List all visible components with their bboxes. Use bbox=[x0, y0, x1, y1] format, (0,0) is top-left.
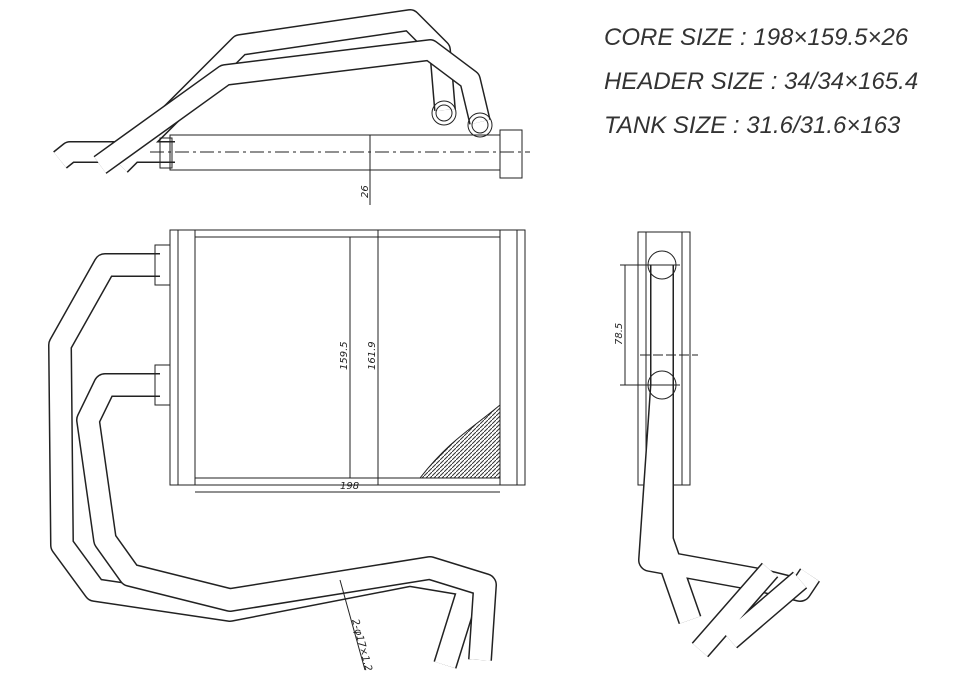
radiator-core bbox=[169, 229, 526, 486]
front-view: 159.5 161.9 198 2-φ17×1.2 bbox=[48, 229, 526, 673]
tank-size-label: TANK SIZE : 31.6/31.6×163 bbox=[604, 112, 901, 139]
dim-thickness: 26 bbox=[360, 185, 371, 198]
dim-pipe-spacing: 78.5 bbox=[614, 323, 625, 345]
dim-core-height: 159.5 bbox=[339, 341, 350, 370]
dim-core-width: 198 bbox=[340, 481, 359, 492]
dim-pipe-spec: 2-φ17×1.2 bbox=[349, 618, 373, 673]
header-size-label: HEADER SIZE : 34/34×165.4 bbox=[604, 68, 919, 95]
dim-overall-height: 161.9 bbox=[367, 341, 378, 370]
core-size-label: CORE SIZE : 198×159.5×26 bbox=[604, 24, 909, 51]
pipe-outlet-2 bbox=[467, 112, 493, 138]
fin-detail bbox=[418, 403, 501, 479]
pipe-outlet-1 bbox=[431, 100, 457, 126]
top-view: 26 bbox=[53, 9, 530, 205]
side-view: 78.5 bbox=[614, 231, 820, 658]
